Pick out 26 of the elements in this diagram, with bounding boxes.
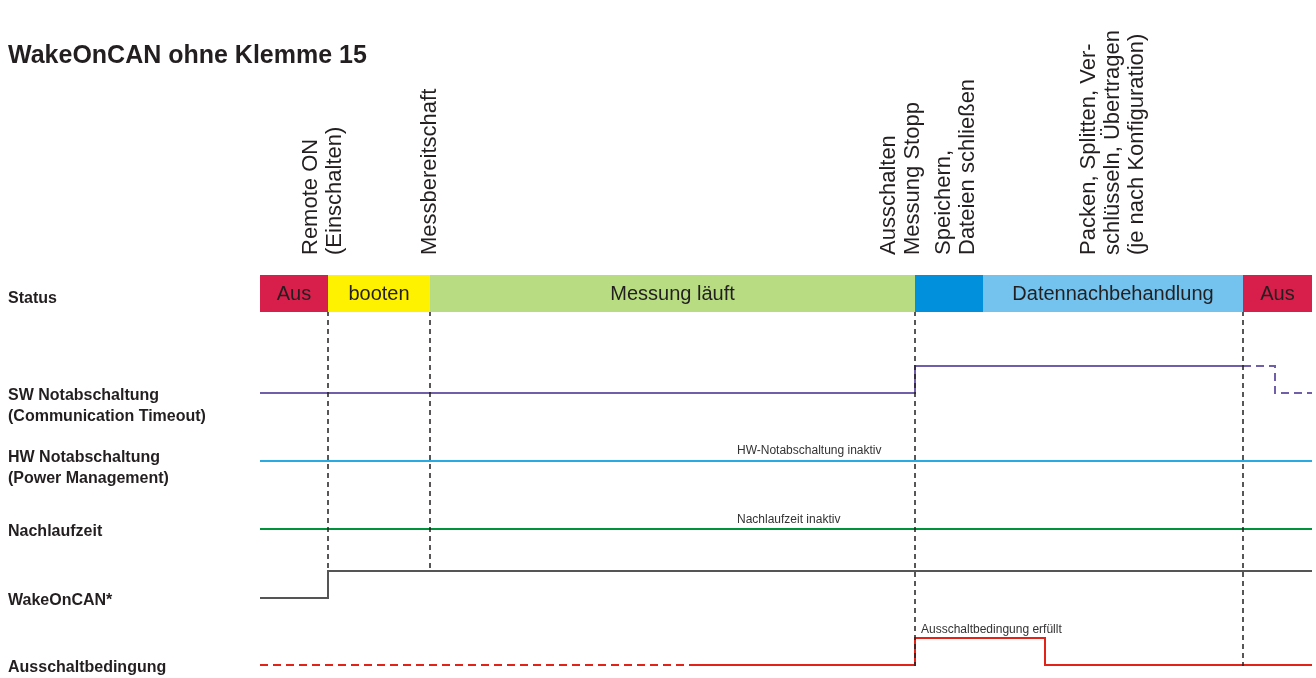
status-phase-bar — [1243, 275, 1312, 312]
status-phase-bar — [328, 275, 430, 312]
phase-label: Datennachbehandlung — [1012, 282, 1214, 305]
event-label: Ausschalten Messung Stopp — [876, 101, 924, 255]
event-label: Packen, Splitten, Ver-schlüsseln, Übertragen (je nach Konfiguration) — [1076, 29, 1148, 255]
event-label: Speichern, Dateien schließen — [931, 77, 979, 255]
row-label: Ausschaltbedingung — [8, 657, 167, 677]
signal-note: HW-Notabschaltung inaktiv — [737, 443, 882, 457]
phase-label: Aus — [276, 282, 312, 305]
phase-label: Aus — [1260, 282, 1295, 305]
status-phase-bar — [983, 275, 1243, 312]
phase-label: booten — [348, 282, 410, 305]
signal-note: Ausschaltbedingung erfüllt — [921, 622, 1062, 636]
row-label: WakeOnCAN* — [8, 590, 113, 610]
status-phase-bar — [915, 275, 983, 312]
phase-label: Messung läuft — [610, 282, 735, 305]
event-label: Messbereitschaft — [417, 87, 441, 255]
diagram-title: WakeOnCAN ohne Klemme 15 — [8, 40, 367, 69]
signal-note: Nachlaufzeit inaktiv — [737, 512, 841, 526]
row-label: HW Notabschaltung (Power Management) — [8, 447, 170, 488]
row-label: Nachlaufzeit — [8, 521, 103, 541]
row-label: SW Notabschaltung (Communication Timeout) — [8, 385, 207, 426]
status-phase-bar — [430, 275, 915, 312]
row-label: Status — [8, 288, 57, 308]
event-label: Remote ON (Einschalten) — [298, 125, 346, 255]
status-phase-bar — [260, 275, 328, 312]
